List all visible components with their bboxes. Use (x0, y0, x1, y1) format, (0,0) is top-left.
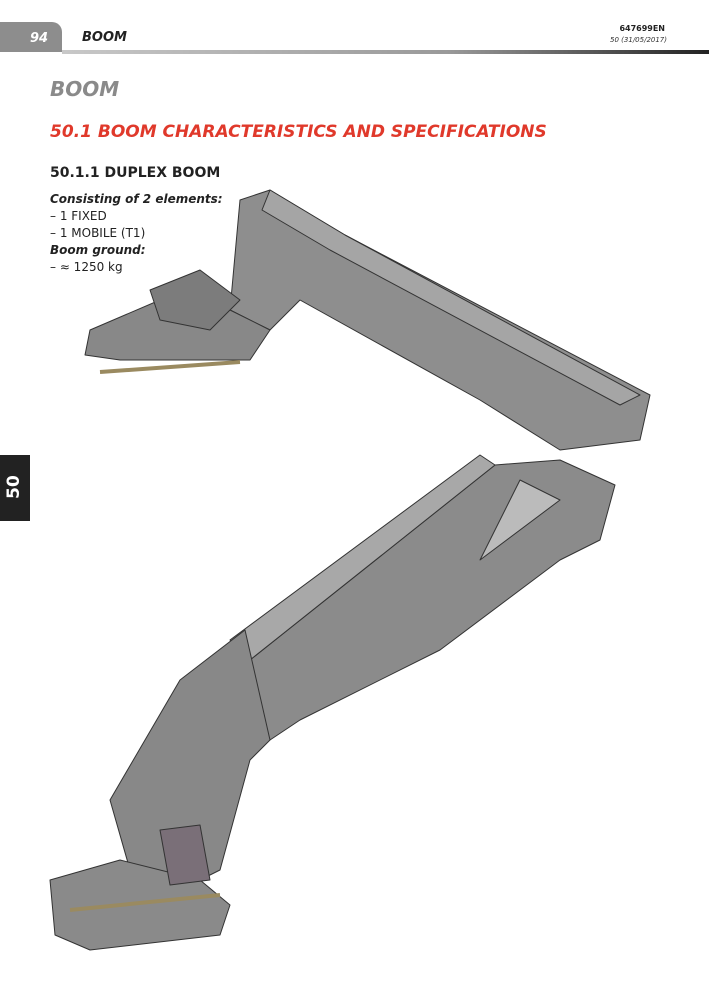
weight-heading: Boom ground: (50, 243, 146, 257)
page-number: 94 (30, 31, 49, 46)
page-tab (0, 22, 62, 52)
doc-revision: 50 (31/05/2017) (610, 36, 667, 44)
element-item: – 1 FIXED (50, 209, 107, 223)
header-title: BOOM (82, 30, 127, 45)
elements-heading: Consisting of 2 elements: (50, 192, 223, 206)
chapter-side-tab: 50 (0, 455, 30, 521)
element-item: – 1 MOBILE (T1) (50, 226, 146, 240)
subsection-title: 50.1.1 DUPLEX BOOM (50, 165, 221, 181)
doc-number: 647699EN (619, 24, 665, 33)
section-title: 50.1 BOOM CHARACTERISTICS AND SPECIFICAT… (50, 122, 547, 142)
header-rule (62, 50, 709, 54)
side-tab-label: 50 (3, 475, 24, 499)
weight-value: – ≈ 1250 kg (50, 260, 123, 274)
boom-specs: Consisting of 2 elements: – 1 FIXED – 1 … (50, 191, 223, 276)
chapter-title: BOOM (50, 77, 120, 101)
